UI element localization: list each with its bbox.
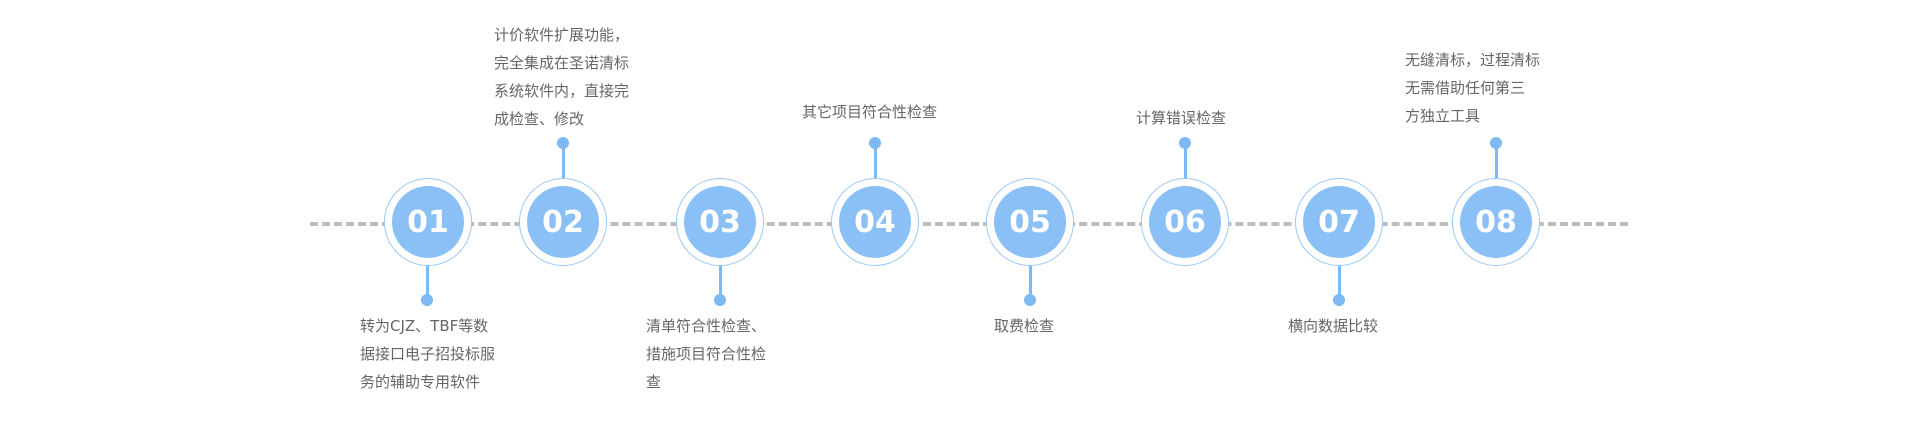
connector-dot [1024,294,1036,306]
connector-dot [1333,294,1345,306]
connector-dot [869,137,881,149]
connector-line [1338,250,1341,298]
connector-line [562,146,565,186]
step-number-badge: 08 [1460,186,1532,258]
connector-line [1029,250,1032,298]
step-number-badge: 02 [527,186,599,258]
step-number-badge: 03 [684,186,756,258]
step-number-badge: 04 [839,186,911,258]
step-description: 其它项目符合性检查 [802,103,938,121]
step-number-badge: 06 [1149,186,1221,258]
connector-line [874,146,877,186]
step-description: 横向数据比较 [1288,317,1379,335]
step-description: 无缝清标，过程清标 无需借助任何第三 方独立工具 [1405,51,1541,125]
step-number-badge: 01 [392,186,464,258]
connector-dot [1179,137,1191,149]
step-number-badge: 05 [994,186,1066,258]
connector-dot [421,294,433,306]
step-number-badge: 07 [1303,186,1375,258]
connector-dot [714,294,726,306]
connector-dot [557,137,569,149]
step-description: 清单符合性检查、 措施项目符合性检 查 [646,317,767,391]
step-description: 取费检查 [994,317,1055,335]
connector-dot [1490,137,1502,149]
step-description: 计算错误检查 [1136,109,1227,127]
connector-line [1495,146,1498,186]
connector-line [719,250,722,298]
connector-line [426,250,429,298]
step-description: 转为CJZ、TBF等数 据接口电子招投标服 务的辅助专用软件 [360,317,496,391]
timeline-dashed-line [310,222,1628,226]
connector-line [1184,146,1187,186]
step-description: 计价软件扩展功能， 完全集成在圣诺清标 系统软件内，直接完 成检查、修改 [494,26,630,128]
